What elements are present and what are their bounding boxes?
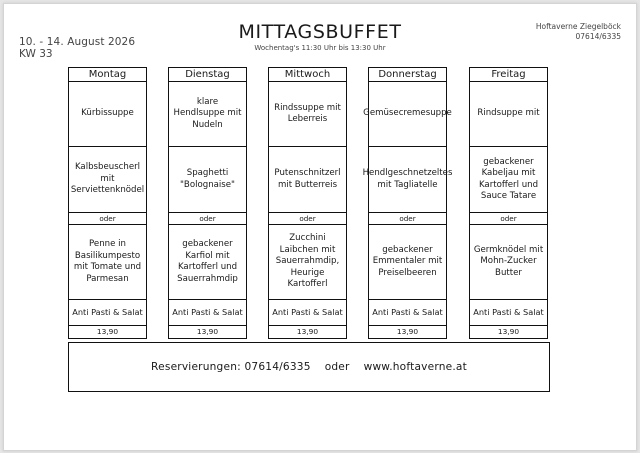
calendar-week: KW 33: [19, 48, 53, 60]
main-dish-1: Kalbsbeuscherl mit Serviettenknödel: [69, 147, 146, 213]
website-link[interactable]: www.hoftaverne.at: [363, 361, 467, 373]
reservation-or: oder: [324, 361, 350, 373]
or-label: oder: [369, 213, 446, 225]
price: 13,90: [497, 327, 520, 337]
soup-cell: Kürbissuppe: [69, 82, 146, 147]
day-name: Freitag: [470, 68, 547, 82]
side-dish: Anti Pasti & Salat: [169, 300, 246, 326]
side-dish: Anti Pasti & Salat: [269, 300, 346, 326]
side-dish: Anti Pasti & Salat: [470, 300, 547, 326]
day-column-thursday: Donnerstag Gemüsecremesuppe Hendlgeschne…: [363, 67, 452, 339]
main-dish-1: Putenschnitzerl mit Butterreis: [269, 147, 346, 213]
soup-cell: Rindsuppe mit: [470, 82, 547, 147]
reservation-phone: Reservierungen: 07614/6335: [151, 361, 311, 373]
main-dish-2: gebackener Emmentaler mit Preiselbeeren: [369, 225, 446, 300]
day-column-friday: Freitag Rindsuppe mit gebackener Kabelja…: [469, 67, 548, 339]
main-dish-2: Penne in Basilikumpesto mit Tomate und P…: [69, 225, 146, 300]
day-column-wednesday: Mittwoch Rindssuppe mit Leberreis Putens…: [268, 67, 347, 339]
restaurant-name: Hoftaverne Ziegelböck: [535, 22, 621, 31]
main-dish-2: Germknödel mit Mohn-Zucker Butter: [470, 225, 547, 300]
or-label: oder: [470, 213, 547, 225]
main-dish-1: Hendlgeschnetzeltes mit Tagliatelle: [363, 147, 452, 213]
or-label: oder: [69, 213, 146, 225]
date-range: 10. - 14. August 2026: [19, 36, 136, 48]
or-label: oder: [169, 213, 246, 225]
main-dish-2: Zucchini Laibchen mit Sauerrahmdip, Heur…: [269, 225, 346, 300]
price: 13,90: [296, 327, 319, 337]
day-name: Dienstag: [169, 68, 246, 82]
soup-cell: Gemüsecremesuppe: [363, 82, 452, 147]
reservation-box: Reservierungen: 07614/6335 oder www.hoft…: [68, 342, 550, 392]
day-column-tuesday: Dienstag klare Hendlsuppe mit Nudeln Spa…: [168, 67, 247, 339]
or-label: oder: [269, 213, 346, 225]
restaurant-info: Hoftaverne Ziegelböck 07614/6335: [536, 22, 621, 42]
side-dish: Anti Pasti & Salat: [369, 300, 446, 326]
main-dish-2: gebackener Karfiol mit Kartofferl und Sa…: [169, 225, 246, 300]
restaurant-phone: 07614/6335: [575, 32, 621, 41]
main-dish-1: gebackener Kabeljau mit Kartofferl und S…: [470, 147, 547, 213]
day-column-monday: Montag Kürbissuppe Kalbsbeuscherl mit Se…: [68, 67, 147, 339]
price: 13,90: [196, 327, 219, 337]
menu-sheet: [3, 3, 637, 451]
serving-hours: Wochentag's 11:30 Uhr bis 13:30 Uhr: [254, 44, 386, 52]
day-name: Mittwoch: [269, 68, 346, 82]
price: 13,90: [396, 327, 419, 337]
day-name: Donnerstag: [369, 68, 446, 82]
day-name: Montag: [69, 68, 146, 82]
main-dish-1: Spaghetti "Bolognaise": [169, 147, 246, 213]
page-title: MITTAGSBUFFET: [238, 21, 402, 43]
side-dish: Anti Pasti & Salat: [69, 300, 146, 326]
soup-cell: Rindssuppe mit Leberreis: [269, 82, 346, 147]
soup-cell: klare Hendlsuppe mit Nudeln: [169, 82, 246, 147]
price: 13,90: [96, 327, 119, 337]
